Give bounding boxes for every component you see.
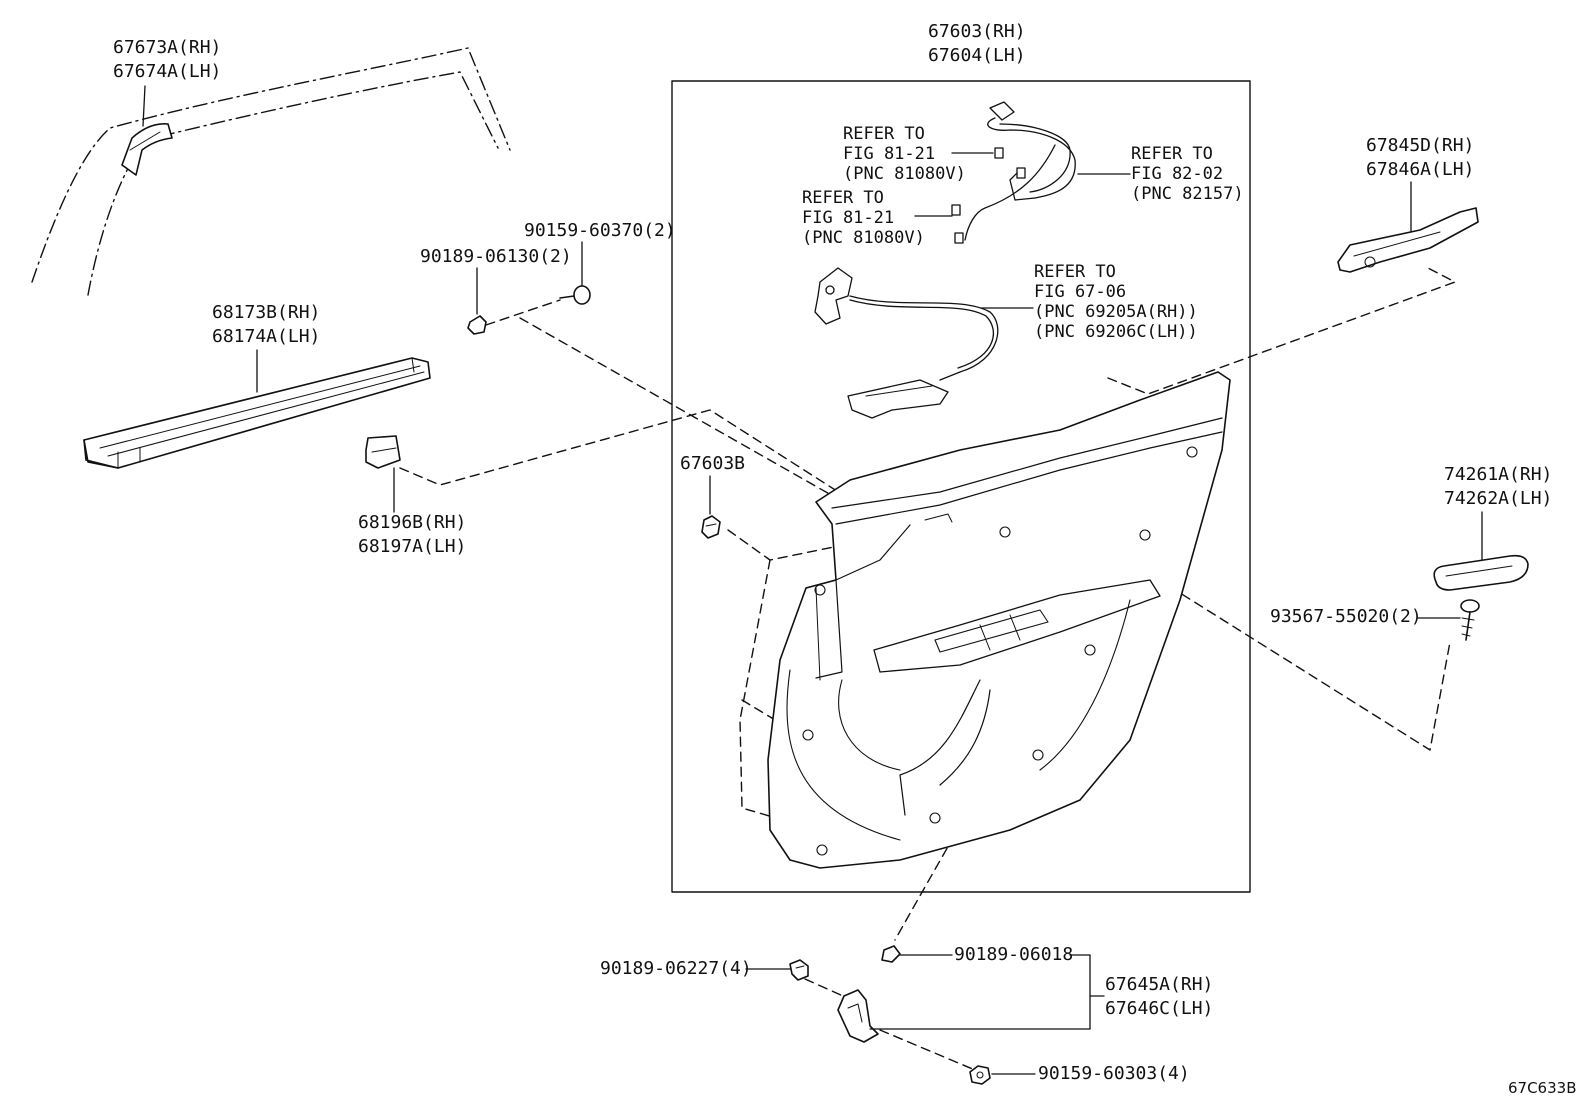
label-cover-68196: 68196B(RH)68197A(LH) [358, 512, 467, 557]
wire-harness [951, 101, 1076, 244]
label-glass-channel: 67673A(RH)67674A(LH) [113, 37, 222, 82]
door-lock-assembly [814, 267, 999, 419]
figure-code: 67C633B [1508, 1079, 1577, 1097]
clip-67603b [701, 515, 721, 539]
label-clip-67603b: 67603B [680, 453, 746, 474]
label-trim-board: 67603(RH)67604(LH) [928, 21, 1026, 66]
screw-90159-60370 [559, 285, 591, 305]
label-clip-90189-06018: 90189-06018 [954, 944, 1074, 965]
label-weatherstrip: 68173B(RH)68174A(LH) [212, 302, 321, 347]
leader-67673a [142, 85, 146, 127]
assembly-frame [671, 80, 1251, 893]
clip-90189-06018 [881, 945, 901, 963]
window-frame-outline [31, 47, 511, 296]
label-clip-90189-06227: 90189-06227(4) [600, 958, 752, 979]
screw-93567-55020 [1460, 599, 1480, 641]
label-screw-93567-55020: 93567-55020(2) [1270, 606, 1422, 627]
bracket-part [837, 989, 879, 1043]
clip-90189-06227 [789, 959, 809, 981]
label-screw-90159-60303: 90159-60303(4) [1038, 1063, 1190, 1084]
door-trim-panel [767, 371, 1231, 869]
glass-channel-part [121, 122, 173, 176]
label-screw-90159-60370: 90159-60370(2) [524, 220, 676, 241]
cover-part-68196 [365, 435, 401, 469]
label-bracket: 67645A(RH)67646C(LH) [1105, 974, 1214, 1019]
screw-90159-60303 [969, 1065, 991, 1085]
label-armrest-base: 67845D(RH)67846A(LH) [1366, 135, 1475, 180]
weatherstrip-part [83, 357, 431, 469]
label-armrest-trim: 74261A(RH)74262A(LH) [1444, 464, 1553, 509]
clip-90189-06130 [467, 315, 487, 335]
armrest-base-part [1337, 207, 1479, 273]
label-clip-90189-06130: 90189-06130(2) [420, 246, 572, 267]
armrest-trim-part [1433, 554, 1529, 591]
